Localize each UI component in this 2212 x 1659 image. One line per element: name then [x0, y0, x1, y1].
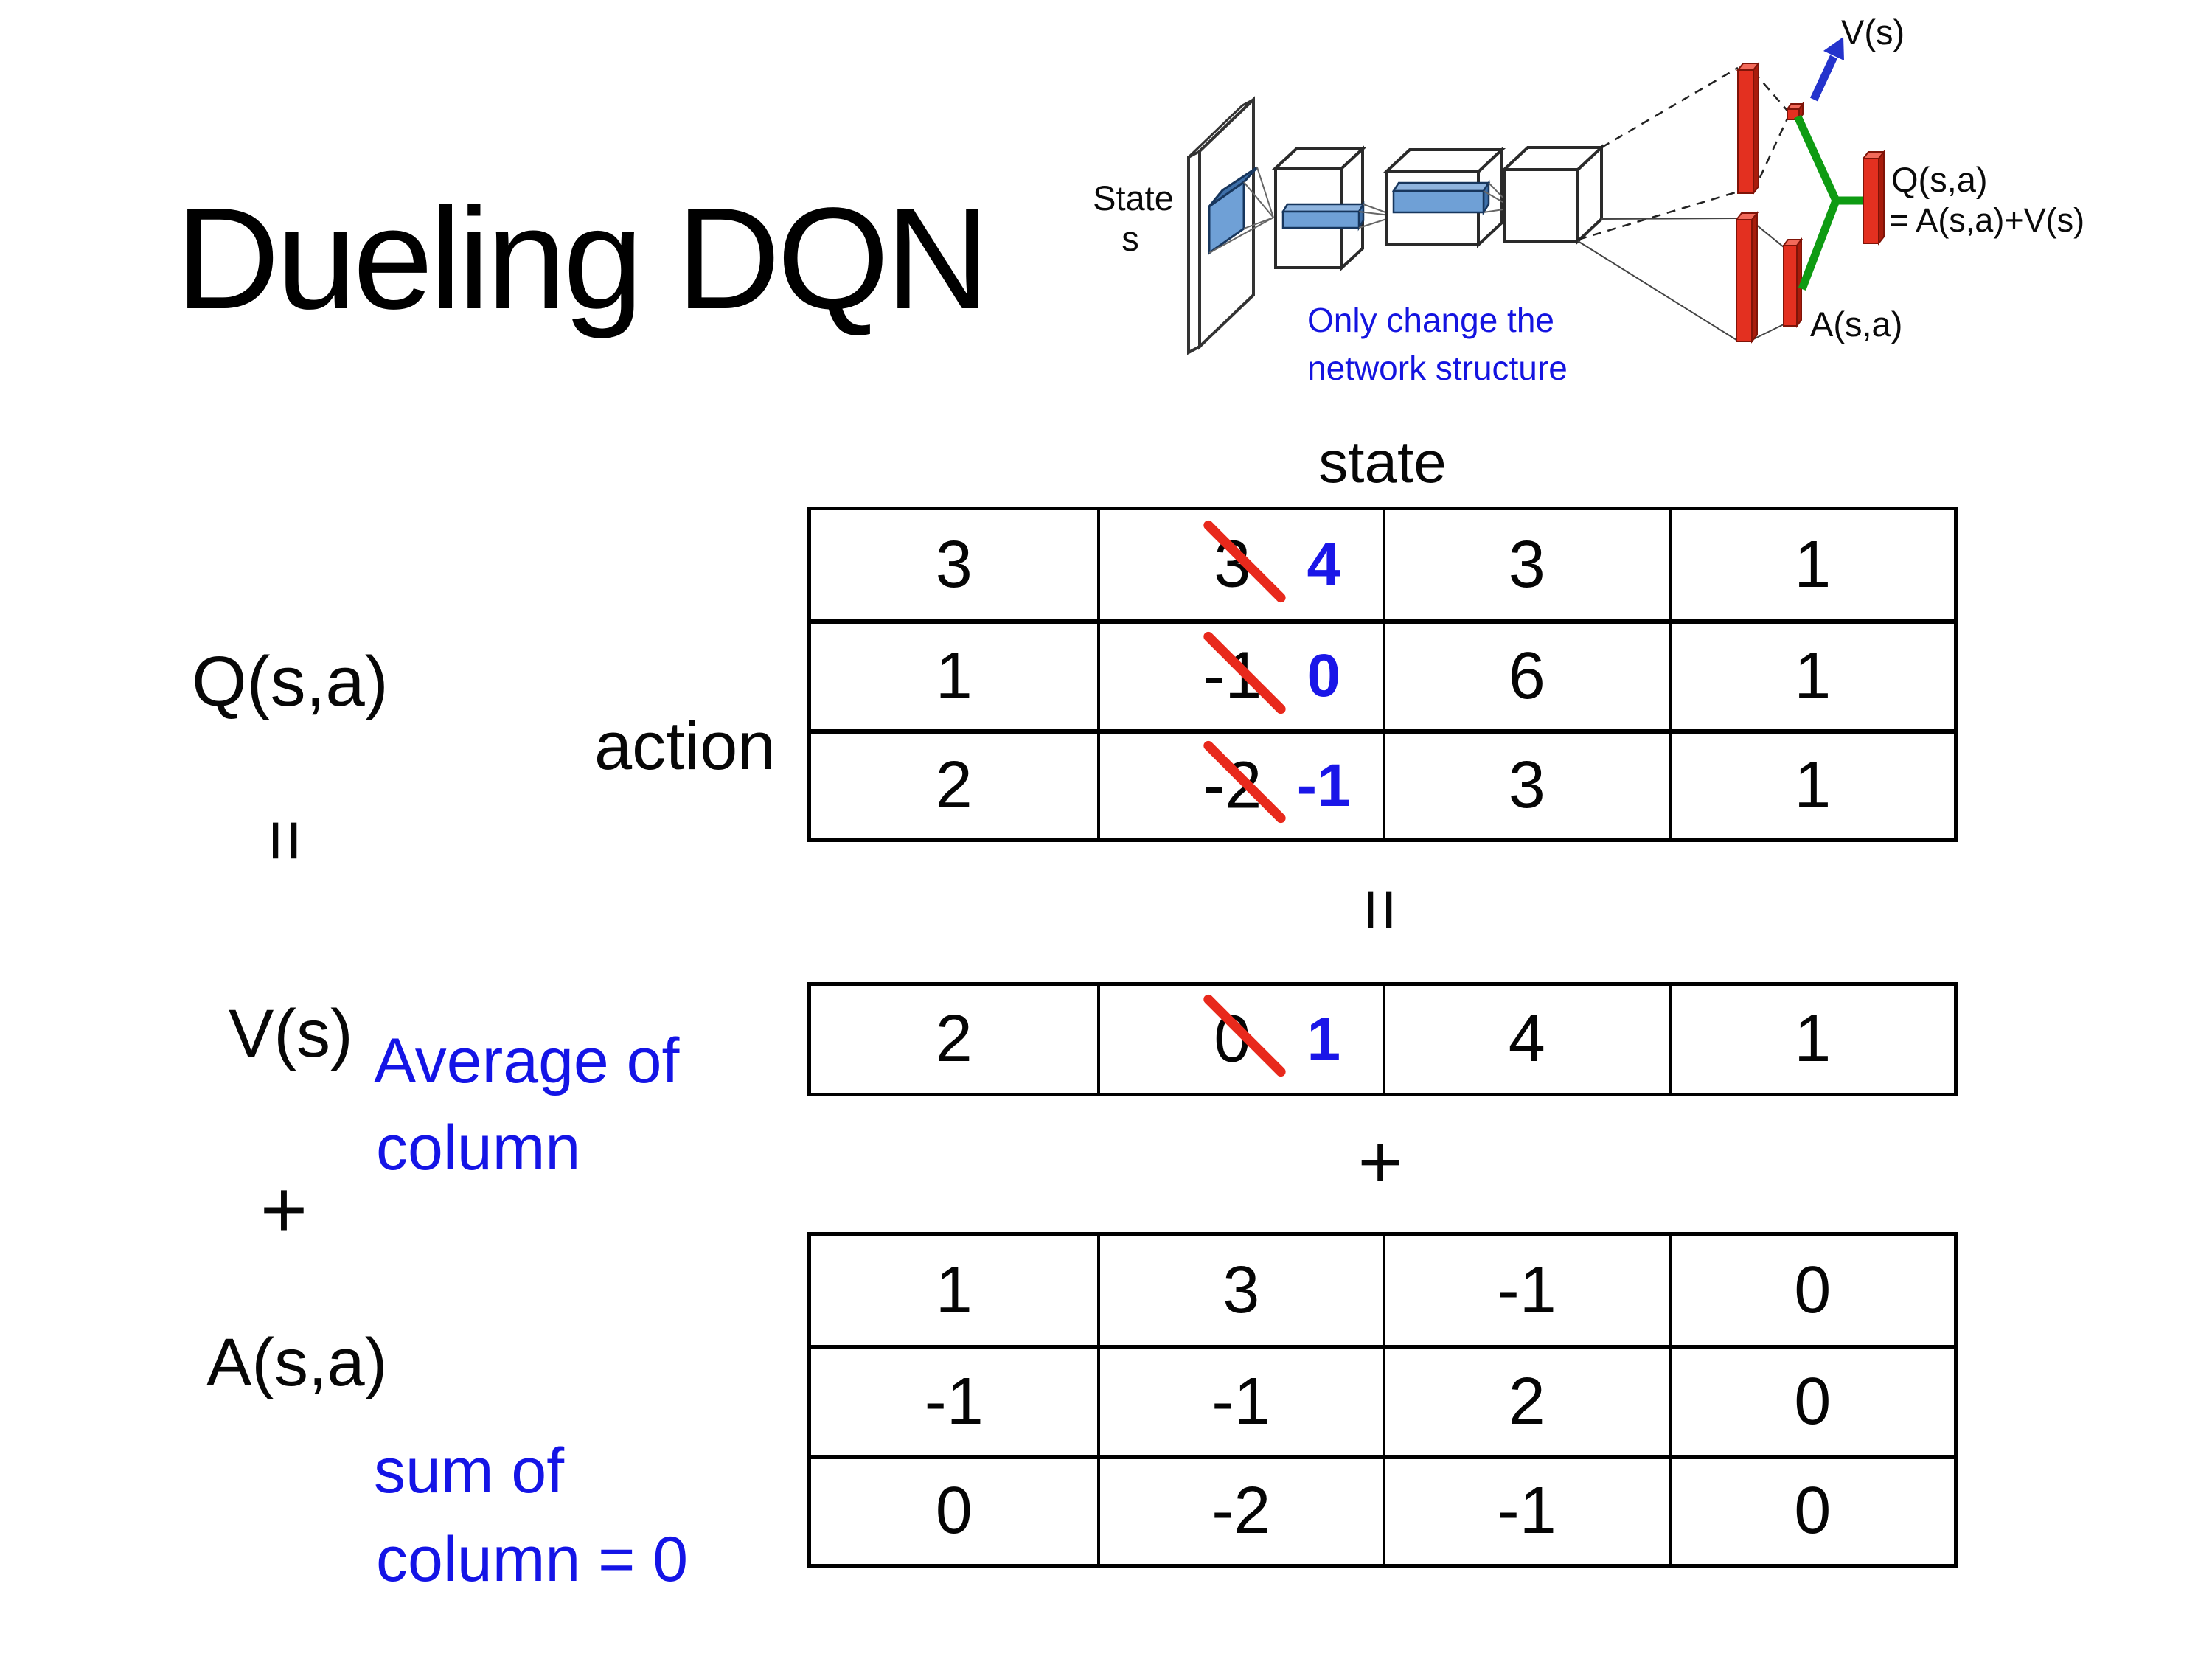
- plus-sign-left: +: [260, 1164, 308, 1255]
- table-cell: 2: [811, 728, 1097, 838]
- a-annotation-line2: column = 0: [376, 1524, 689, 1595]
- cell-value: 1: [935, 639, 973, 713]
- aggregation-green-connector: [1793, 114, 1864, 291]
- table-cell: 3: [1096, 1236, 1383, 1346]
- table-cell: -1: [1382, 1454, 1669, 1564]
- cell-value: -1: [1497, 1253, 1557, 1327]
- v-annotation-line2: column: [376, 1113, 581, 1183]
- cell-value: 1: [1794, 639, 1832, 713]
- equals-sign-middle: =: [1339, 888, 1422, 932]
- table-cell: 1: [1668, 728, 1954, 838]
- diagram-q-output-label: Q(s,a): [1891, 160, 1988, 199]
- struck-value-wrap: 3: [1201, 518, 1288, 605]
- corrected-value: 1: [1307, 1005, 1341, 1073]
- table-cell: -1: [1096, 1345, 1382, 1455]
- cell-value: -1: [1211, 1364, 1271, 1439]
- diagram-state-label: State: [1093, 178, 1174, 218]
- network-architecture-diagram: State s V(s) Q(s,a) = A(s,a)+V(s) A(s,a)…: [1093, 13, 2084, 387]
- q-output-red-bar: [1861, 150, 1886, 246]
- cell-value: 2: [935, 748, 973, 823]
- q-term-label: Q(s,a): [192, 642, 389, 721]
- v-annotation-line1: Average of: [374, 1026, 680, 1096]
- v-output-arrow: [1810, 37, 1844, 102]
- diagram-note-line1: Only change the: [1307, 301, 1554, 339]
- diagram-state-s-label: s: [1121, 219, 1139, 258]
- slide-title: Dueling DQN: [175, 178, 990, 339]
- diagram-v-output-label: V(s): [1841, 13, 1905, 52]
- cell-value: 2: [935, 1002, 973, 1076]
- table-cell: 1: [811, 1236, 1097, 1345]
- a-term-label: A(s,a): [206, 1325, 388, 1400]
- a-vector-red-bar: [1782, 237, 1803, 328]
- cell-value: 0: [1794, 1474, 1832, 1548]
- cell-value: 6: [1508, 639, 1545, 713]
- corrected-value: -1: [1296, 751, 1351, 819]
- cell-value: -2: [1211, 1474, 1271, 1548]
- cell-value: 4: [1508, 1002, 1545, 1076]
- table-cell: 0: [1668, 1454, 1954, 1564]
- cell-value: 1: [1794, 1002, 1832, 1076]
- equals-sign-left: =: [244, 818, 327, 863]
- action-axis-label: action: [594, 709, 776, 784]
- table-cell: -1: [1382, 1236, 1669, 1346]
- table-cell-corrected: -1 0: [1096, 619, 1382, 729]
- table-cell: 3: [811, 510, 1097, 619]
- table-cell: 0: [1668, 1345, 1954, 1455]
- diagram-q-output-formula: = A(s,a)+V(s): [1889, 201, 2084, 239]
- table-cell-corrected: -2 -1: [1096, 728, 1382, 838]
- cell-value: -1: [924, 1364, 984, 1439]
- cell-value: 3: [1508, 527, 1545, 602]
- table-cell: 1: [811, 619, 1097, 728]
- table-cell: 3: [1382, 728, 1669, 838]
- advantage-hidden-red-bar: [1734, 211, 1759, 344]
- table-cell: 4: [1382, 986, 1669, 1093]
- cell-value: 2: [1508, 1364, 1545, 1439]
- table-cell: 0: [811, 1454, 1097, 1564]
- feature-bar-1: [1281, 201, 1366, 232]
- state-axis-label: state: [1318, 429, 1447, 495]
- plus-sign-middle: +: [1357, 1119, 1403, 1205]
- cell-value: -1: [1497, 1474, 1557, 1548]
- cell-value: 1: [1794, 748, 1832, 823]
- q-table: 3 3 4 3 1 1 -1 0 6 1 2 -2 -1 3 1: [807, 507, 1958, 842]
- diagram-note-line2: network structure: [1307, 349, 1568, 387]
- feature-bar-2: [1391, 179, 1491, 216]
- cell-value: 1: [1794, 527, 1832, 602]
- cell-value: 3: [935, 527, 973, 602]
- diagram-a-output-label: A(s,a): [1810, 305, 1902, 344]
- table-cell: 2: [811, 986, 1097, 1093]
- a-table: 1 3 -1 0 -1 -1 2 0 0 -2 -1 0: [807, 1232, 1958, 1568]
- struck-value-wrap: -2: [1201, 739, 1288, 826]
- corrected-value: 4: [1307, 531, 1341, 599]
- table-cell: 1: [1668, 986, 1955, 1093]
- table-cell: 2: [1382, 1345, 1669, 1455]
- corrected-value: 0: [1307, 642, 1341, 710]
- table-cell-corrected: 3 4: [1096, 510, 1383, 620]
- table-cell: -2: [1096, 1454, 1382, 1564]
- table-cell-corrected: 0 1: [1096, 986, 1383, 1093]
- cell-value: 1: [935, 1253, 973, 1327]
- table-cell: 6: [1382, 619, 1669, 729]
- conv-layer-box-3: [1500, 144, 1606, 245]
- cell-value: 0: [1794, 1364, 1832, 1439]
- struck-value-wrap: 0: [1201, 992, 1288, 1079]
- cell-value: 3: [1508, 748, 1545, 823]
- conv-fanin-lines-1: [1208, 167, 1274, 254]
- table-cell: 1: [1668, 510, 1955, 620]
- cell-value: 0: [1794, 1253, 1832, 1327]
- value-hidden-red-bar: [1736, 61, 1761, 195]
- cell-value: 0: [935, 1474, 973, 1548]
- table-cell: 3: [1382, 510, 1669, 620]
- a-annotation-line1: sum of: [374, 1436, 565, 1506]
- v-table: 2 0 1 4 1: [807, 982, 1958, 1096]
- v-term-label: V(s): [229, 996, 353, 1071]
- table-cell: 0: [1668, 1236, 1955, 1346]
- table-cell: 1: [1668, 619, 1954, 729]
- struck-value-wrap: -1: [1201, 630, 1288, 716]
- table-cell: -1: [811, 1345, 1097, 1454]
- cell-value: 3: [1222, 1253, 1260, 1327]
